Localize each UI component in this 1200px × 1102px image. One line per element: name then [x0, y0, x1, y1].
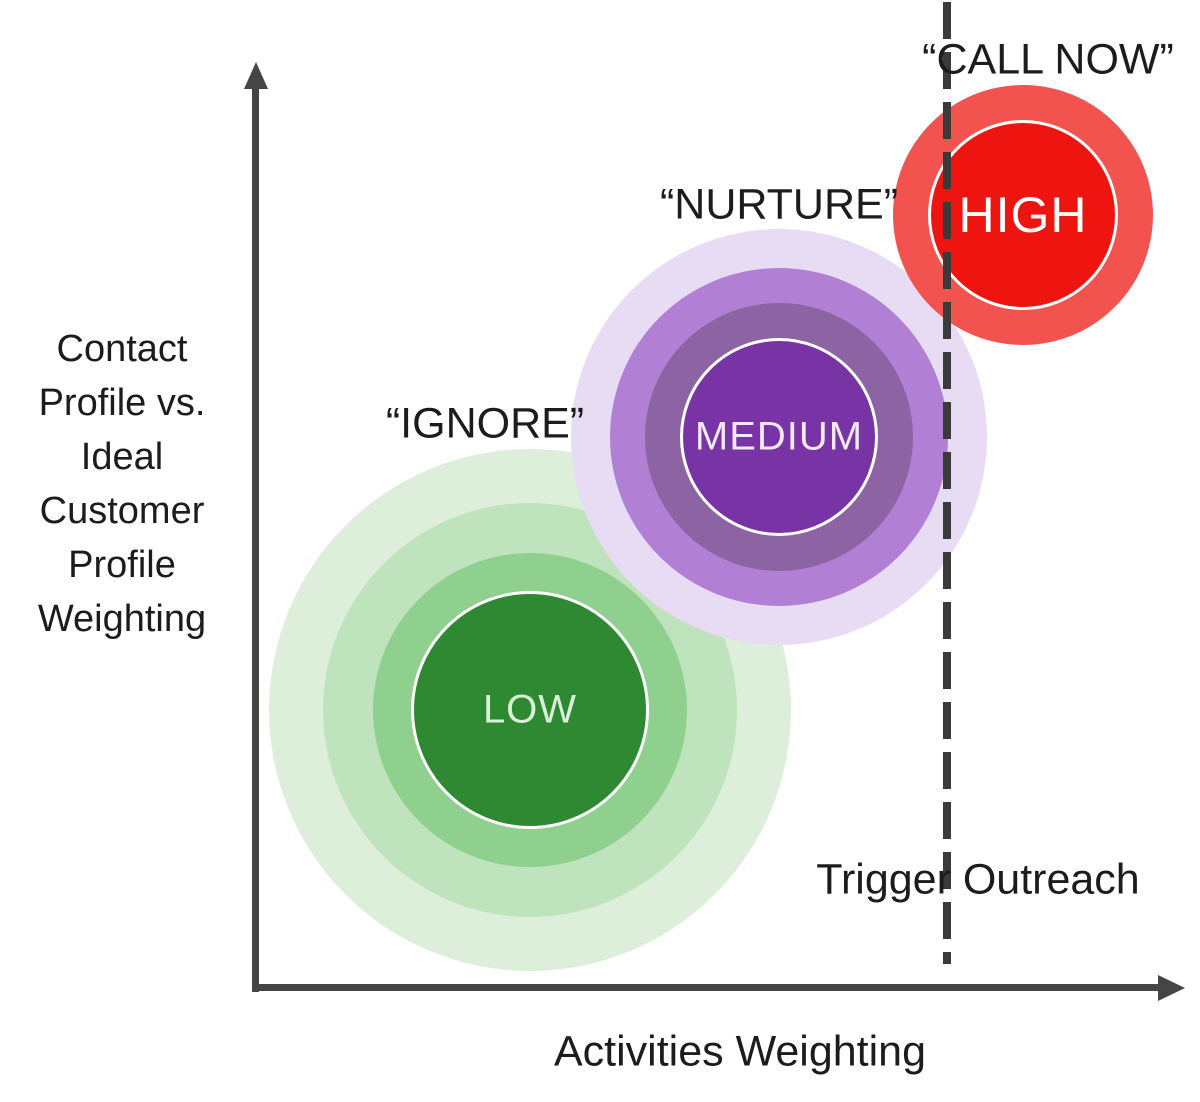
- medium-bubble-ring-4: [680, 338, 878, 536]
- high-bubble-label: HIGH: [958, 187, 1088, 243]
- high-bubble-ring-2: [928, 120, 1118, 310]
- high-annotation-label: “CALL NOW”: [922, 35, 1174, 84]
- y-axis-label: Contact Profile vs. Ideal Customer Profi…: [37, 328, 207, 640]
- x-axis-line: [252, 984, 1160, 991]
- y-axis-arrow-icon: [244, 62, 268, 89]
- medium-annotation-label: “NURTURE”: [659, 180, 899, 229]
- low-bubble-ring-4: [411, 591, 649, 829]
- low-annotation-label: “IGNORE”: [385, 399, 585, 448]
- low-bubble-label: LOW: [482, 687, 578, 732]
- trigger-outreach-label: Trigger Outreach: [816, 855, 1140, 904]
- x-axis-arrow-icon: [1158, 975, 1185, 1001]
- trigger-threshold-dashed-line: [943, 2, 951, 964]
- medium-bubble-label: MEDIUM: [694, 414, 864, 459]
- x-axis-label: Activities Weighting: [553, 1027, 927, 1076]
- y-axis-line: [252, 82, 259, 992]
